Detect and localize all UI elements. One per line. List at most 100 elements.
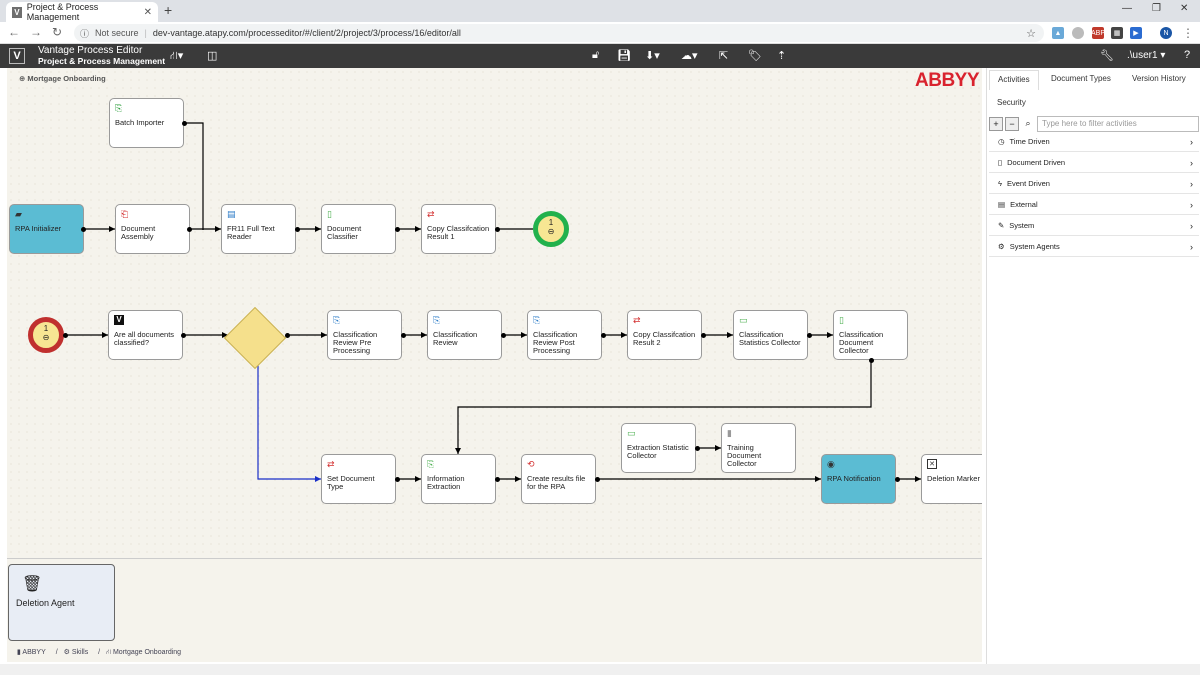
download-icon[interactable]: ⬇▾ bbox=[645, 50, 660, 62]
node-label: Copy Classifcation Result 1 bbox=[427, 224, 490, 241]
close-tab-icon[interactable]: ✕ bbox=[143, 6, 152, 18]
hierarchy-dropdown-icon[interactable]: ⛙▾ bbox=[170, 50, 184, 62]
node-create-results-file[interactable]: ⟲Create results file for the RPA bbox=[521, 454, 596, 504]
port-dot bbox=[495, 477, 500, 482]
bookmark-star-icon[interactable]: ☆ bbox=[1026, 27, 1036, 40]
training-icon: ▮ bbox=[727, 428, 732, 438]
omnibox[interactable]: ⓘ Not secure | dev-vantage.atapy.com/pro… bbox=[74, 24, 1044, 42]
publish-icon[interactable]: ⇡ bbox=[777, 50, 787, 62]
copy-icon: ⇄ bbox=[327, 459, 335, 469]
tab-version-history[interactable]: Version History bbox=[1132, 74, 1186, 83]
start-event[interactable]: 1⊖ bbox=[533, 211, 569, 247]
extension-icon[interactable]: ▦ bbox=[1111, 27, 1123, 39]
adblock-icon[interactable]: ABP bbox=[1091, 27, 1105, 39]
agents-panel: 🗑︎ Deletion Agent bbox=[7, 558, 982, 644]
port-dot bbox=[187, 227, 192, 232]
back-icon[interactable]: ← bbox=[8, 25, 20, 39]
collector-icon: ▯ bbox=[839, 315, 844, 325]
node-label: Create results file for the RPA bbox=[527, 474, 586, 491]
node-label: Document Classifier bbox=[327, 224, 362, 241]
arrowhead bbox=[827, 332, 833, 338]
info-icon[interactable]: ⓘ bbox=[80, 28, 90, 39]
node-extraction-stats[interactable]: ▭Extraction Statistic Collector bbox=[621, 423, 696, 473]
cloud-upload-icon[interactable]: ☁▾ bbox=[681, 50, 698, 62]
category-system[interactable]: ✎System› bbox=[989, 216, 1199, 236]
omnibox-separator: | bbox=[144, 28, 147, 38]
profile-avatar[interactable]: N bbox=[1160, 27, 1172, 39]
node-classification-review[interactable]: ⎘Classification Review bbox=[427, 310, 502, 360]
user-menu[interactable]: .\user1 ▾ bbox=[1127, 50, 1166, 61]
category-system-agents[interactable]: ⚙System Agents› bbox=[989, 237, 1199, 257]
save-icon[interactable]: 💾︎ bbox=[617, 50, 631, 62]
category-time-driven[interactable]: ◷Time Driven› bbox=[989, 132, 1199, 152]
chevron-right-icon: › bbox=[1190, 136, 1193, 147]
restore-icon[interactable]: ❐ bbox=[1152, 3, 1161, 14]
reload-icon[interactable]: ↻ bbox=[52, 25, 63, 39]
extension-icon[interactable] bbox=[1072, 27, 1084, 39]
breadcrumb-item[interactable]: ▮ ABBYY bbox=[17, 649, 46, 656]
tags-icon[interactable]: 🏷︎ bbox=[748, 50, 762, 62]
node-deletion-marker[interactable]: ✕ Deletion Marker bbox=[921, 454, 982, 504]
tab-document-types[interactable]: Document Types bbox=[1051, 74, 1111, 83]
node-classification-doc-collector[interactable]: ▯Classification Document Collector bbox=[833, 310, 908, 360]
deletion-agent-card[interactable]: 🗑︎ Deletion Agent bbox=[8, 564, 115, 641]
forward-icon[interactable]: → bbox=[30, 25, 42, 39]
layout-toggle-icon[interactable]: ◫ bbox=[207, 50, 218, 62]
node-classification-review-pre[interactable]: ⎘Classification Review Pre Processing bbox=[327, 310, 402, 360]
node-set-document-type[interactable]: ⇄Set Document Type bbox=[321, 454, 396, 504]
tab-security[interactable]: Security bbox=[997, 98, 1026, 107]
browser-tab[interactable]: V Project & Process Management ✕ bbox=[6, 2, 158, 22]
export-icon[interactable]: ⇱ bbox=[719, 50, 729, 62]
node-label: Are all documents classified? bbox=[114, 330, 175, 347]
browser-menu-icon[interactable]: ⋮ bbox=[1182, 26, 1194, 40]
node-copy-result-1[interactable]: ⇄Copy Classifcation Result 1 bbox=[421, 204, 496, 254]
node-classification-stats[interactable]: ▭Classification Statistics Collector bbox=[733, 310, 808, 360]
arrowhead bbox=[315, 476, 321, 482]
arrowhead bbox=[102, 332, 108, 338]
external-icon: ▤ bbox=[998, 200, 1006, 209]
node-rpa-notification[interactable]: ◉RPA Notification bbox=[821, 454, 896, 504]
node-label: Copy Classifcation Result 2 bbox=[633, 330, 696, 347]
collapse-all-icon[interactable]: − bbox=[1005, 116, 1019, 131]
node-document-assembly[interactable]: ⎗Document Assembly bbox=[115, 204, 190, 254]
browser-tab-strip: V Project & Process Management ✕ + — ❐ ✕ bbox=[0, 0, 1200, 22]
end-event[interactable]: 1⊖ bbox=[28, 317, 64, 353]
tab-activities[interactable]: Activities bbox=[989, 70, 1039, 90]
node-classification-review-post[interactable]: ⎘Classification Review Post Processing bbox=[527, 310, 602, 360]
node-document-classifier[interactable]: ▯Document Classifier bbox=[321, 204, 396, 254]
process-canvas[interactable]: ⊕ Mortgage Onboarding ABBYY ⎘Batch Impor… bbox=[7, 68, 982, 558]
node-copy-result-2[interactable]: ⇄Copy Classifcation Result 2 bbox=[627, 310, 702, 360]
extension-icon[interactable]: ▶ bbox=[1130, 27, 1142, 39]
minimize-icon[interactable]: — bbox=[1122, 3, 1132, 14]
delete-mark-icon: ✕ bbox=[927, 459, 937, 469]
stats-icon: ▭ bbox=[739, 315, 748, 325]
breadcrumb-label: Mortgage Onboarding bbox=[112, 649, 182, 656]
close-window-icon[interactable]: ✕ bbox=[1180, 3, 1189, 14]
chevron-right-icon: › bbox=[1190, 178, 1193, 189]
url-text: dev-vantage.atapy.com/processeditor/#/cl… bbox=[152, 28, 461, 38]
breadcrumb-item[interactable]: ⚙ Skills bbox=[63, 649, 89, 656]
clock-icon: ◷ bbox=[998, 137, 1005, 146]
extension-icon[interactable]: ▲ bbox=[1052, 27, 1064, 39]
unlock-icon[interactable]: 🔓︎ bbox=[592, 49, 600, 61]
help-icon[interactable]: ? bbox=[1184, 49, 1191, 61]
node-information-extraction[interactable]: ⎘Information Extraction bbox=[421, 454, 496, 504]
node-label: Deletion Marker bbox=[927, 474, 980, 483]
node-fr11-reader[interactable]: ▤FR11 Full Text Reader bbox=[221, 204, 296, 254]
node-training-doc-collector[interactable]: ▮Training Document Collector bbox=[721, 423, 796, 473]
expand-all-icon[interactable]: + bbox=[989, 116, 1003, 131]
arrowhead bbox=[815, 476, 821, 482]
wrench-icon[interactable]: 🔧︎ bbox=[1100, 50, 1114, 62]
new-tab-button[interactable]: + bbox=[164, 2, 173, 18]
filter-activities-input[interactable]: Type here to filter activities bbox=[1037, 115, 1199, 132]
arrowhead bbox=[415, 476, 421, 482]
node-label: Document Assembly bbox=[121, 224, 156, 241]
node-batch-importer[interactable]: ⎘Batch Importer bbox=[109, 98, 184, 148]
arrowhead bbox=[621, 332, 627, 338]
wrench-icon: ✎ bbox=[998, 221, 1005, 230]
category-document-driven[interactable]: ▯Document Driven› bbox=[989, 153, 1199, 173]
node-rpa-initializer[interactable]: ▰RPA Initializer bbox=[9, 204, 84, 254]
category-external[interactable]: ▤External› bbox=[989, 195, 1199, 215]
